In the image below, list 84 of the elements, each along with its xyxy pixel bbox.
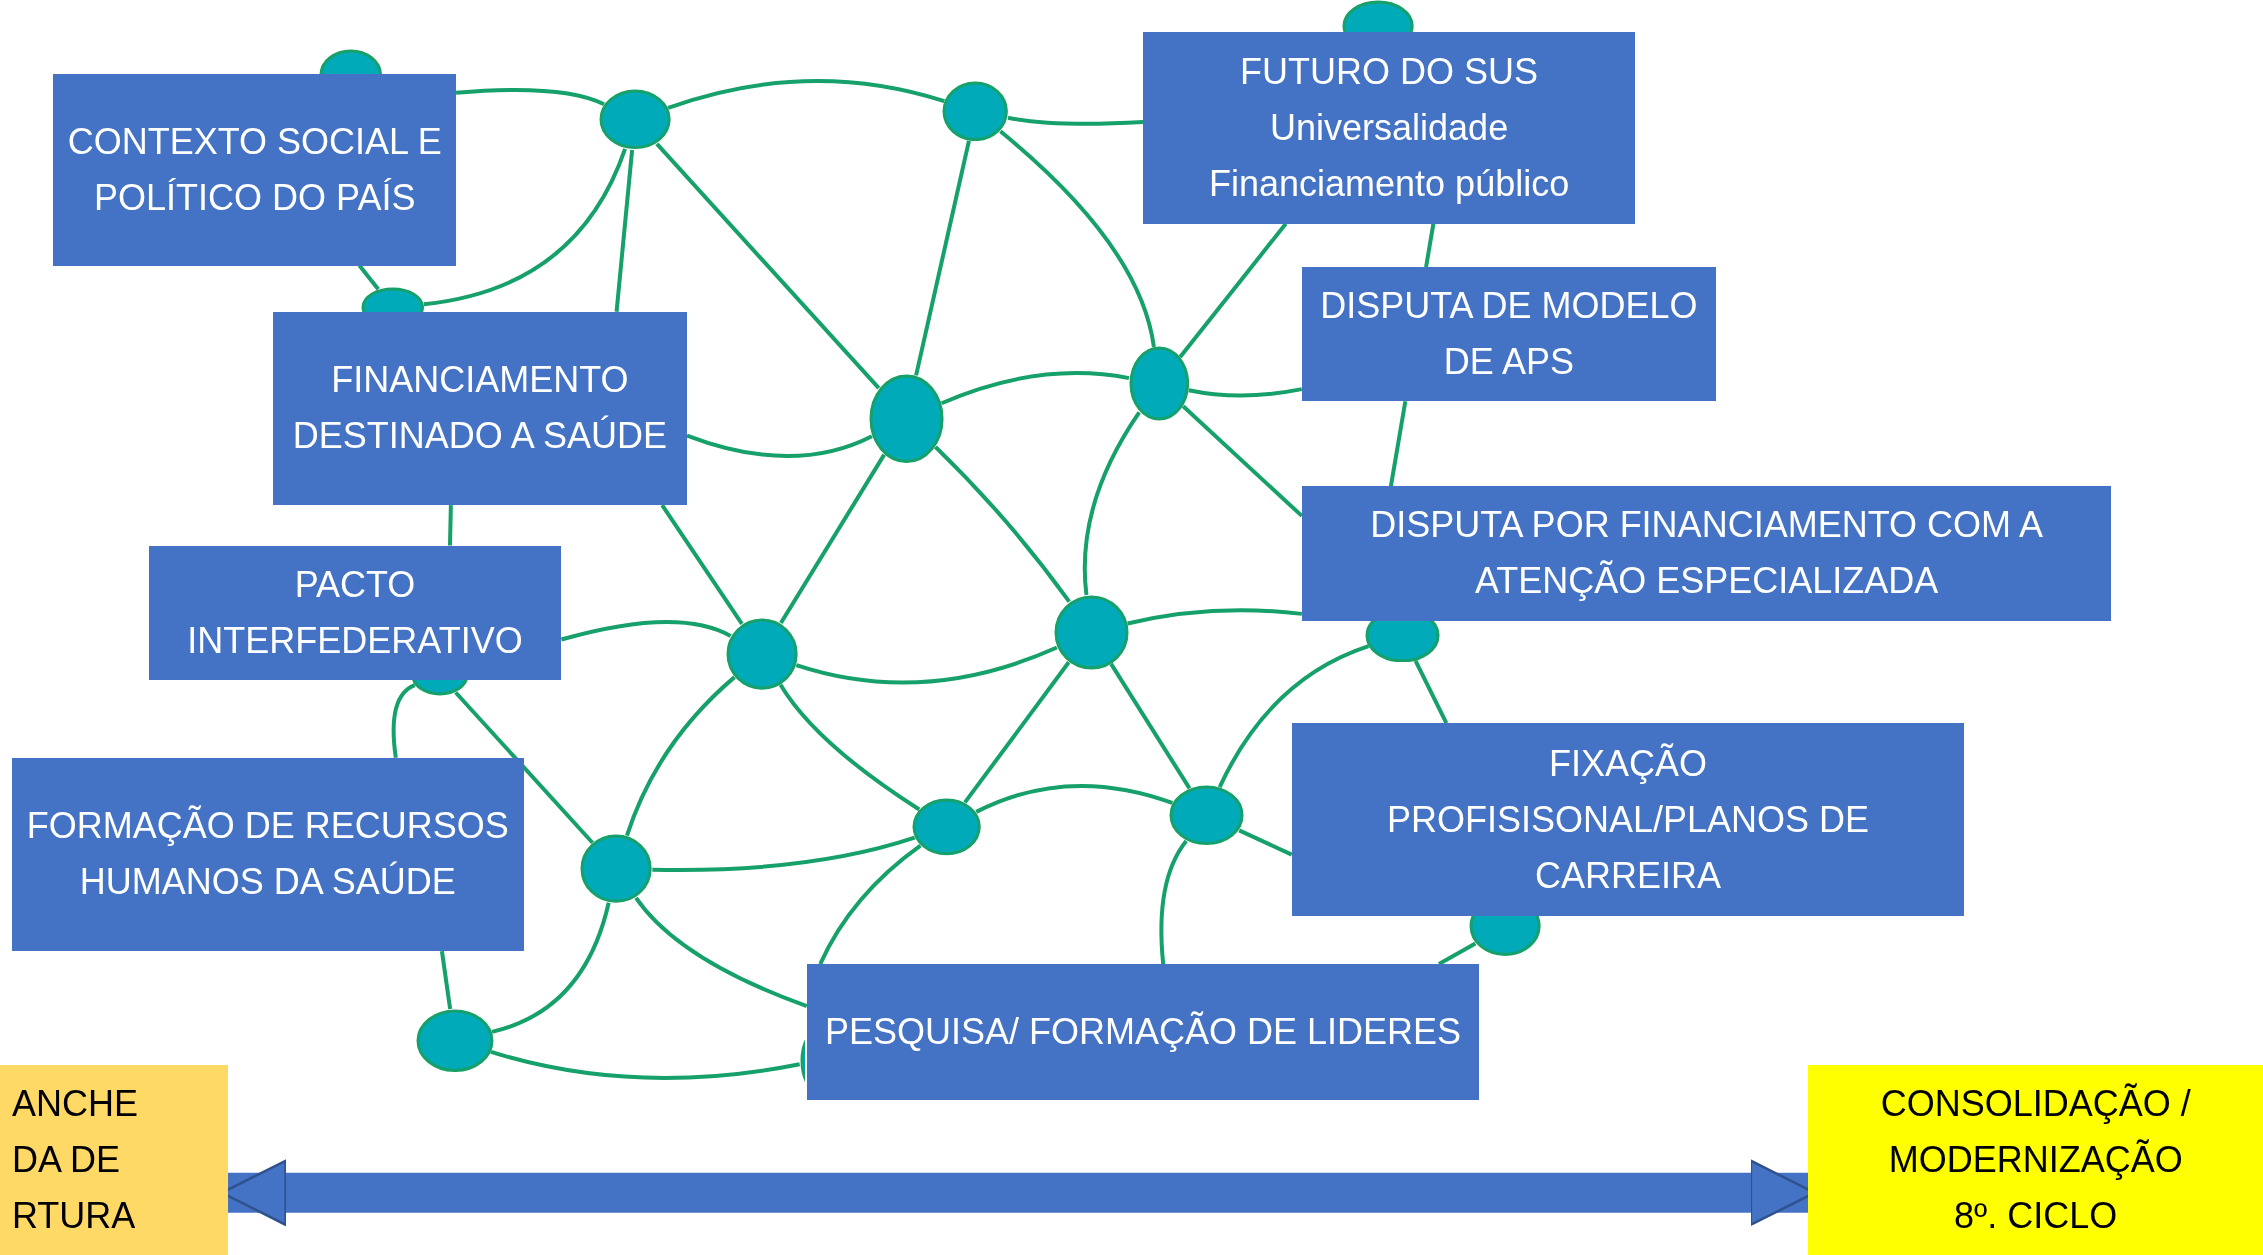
- connector-line: [686, 433, 873, 459]
- connector-line: [454, 691, 594, 845]
- box-text: FORMAÇÃO DE RECURSOS HUMANOS DA SAÚDE: [25, 804, 510, 905]
- box-text: PESQUISA/ FORMAÇÃO DE LIDERES: [824, 1009, 1462, 1054]
- connector-line: [655, 142, 881, 390]
- network-node: [1053, 594, 1129, 670]
- connector-line: [1424, 223, 1436, 268]
- network-node: [580, 834, 653, 904]
- label-box: [148, 545, 562, 680]
- connector-line: [652, 835, 916, 872]
- connector-line: [625, 675, 736, 837]
- label-box: [1143, 31, 1636, 224]
- label-box: [806, 964, 1480, 1100]
- box-text: CONSOLIDAÇÃO / MODERNIZAÇÃO: [1879, 1082, 2192, 1183]
- label-box: [1301, 267, 1716, 402]
- box-text: DA DE: [12, 1138, 121, 1183]
- connector-line: [1082, 411, 1141, 596]
- connector-line: [818, 844, 922, 965]
- connector-line: [1388, 400, 1408, 487]
- connector-line: [940, 371, 1130, 406]
- connector-line: [447, 505, 453, 546]
- label-box: [272, 311, 687, 506]
- connector-line: [660, 504, 744, 625]
- label-box: [1301, 486, 2112, 621]
- box-text: DISPUTA POR FINANCIAMENTO COM A ATENÇÃO ESPECIALIZADA: [1369, 503, 2044, 604]
- network-node: [942, 80, 1009, 142]
- connector-line: [1188, 387, 1303, 398]
- box-text: Universalidade: [1270, 105, 1509, 150]
- connector-line: [1109, 662, 1192, 790]
- connector-line: [455, 88, 605, 107]
- connector-line: [975, 784, 1173, 814]
- connector-line: [1217, 644, 1370, 788]
- network-node: [360, 287, 425, 312]
- connector-line: [439, 950, 453, 1010]
- label-box: [53, 73, 457, 266]
- network-node: [725, 617, 799, 690]
- box-text: DISPUTA DE MODELO DE APS: [1319, 284, 1699, 385]
- box-text: 8º. CICLO: [1954, 1194, 2118, 1239]
- connector-line: [1178, 222, 1288, 359]
- network-node: [598, 89, 672, 151]
- label-box: [0, 1065, 229, 1255]
- connector-line: [999, 129, 1156, 348]
- network-node: [318, 49, 383, 74]
- connector-line: [490, 1050, 800, 1080]
- box-text: ANCHE: [12, 1082, 139, 1127]
- connector-line: [779, 453, 886, 625]
- box-text: FINANCIAMENTO DESTINADO A SAÚDE: [291, 358, 668, 459]
- connector-line: [963, 661, 1071, 804]
- connector-line: [667, 79, 945, 110]
- connector-line: [914, 140, 971, 376]
- box-text: RTURA: [12, 1194, 136, 1239]
- network-node: [1365, 620, 1441, 663]
- connector-line: [1438, 941, 1477, 966]
- connector-line: [795, 645, 1058, 685]
- label-box: [11, 757, 524, 952]
- label-box: [1808, 1065, 2263, 1255]
- connector-line: [614, 149, 635, 312]
- connector-line: [1007, 115, 1144, 126]
- connector-line: [1127, 608, 1302, 626]
- connector-line: [1413, 659, 1449, 724]
- connector-line: [560, 619, 732, 642]
- network-node: [1128, 346, 1190, 422]
- connector-line: [491, 902, 611, 1034]
- connector-line: [778, 683, 921, 812]
- network-node: [415, 1008, 494, 1073]
- box-text: PROFISISONAL/PLANOS DE CARREIRA: [1385, 797, 1871, 898]
- network-node: [912, 798, 982, 856]
- connector-line: [1238, 828, 1293, 857]
- network-node: [868, 373, 944, 464]
- box-text: FUTURO DO SUS: [1240, 49, 1539, 94]
- box-text: Financiamento público: [1209, 161, 1570, 206]
- connector-line: [934, 445, 1071, 603]
- label-box: [1291, 723, 1965, 917]
- connector-line: [423, 148, 627, 307]
- connector-line: [1159, 839, 1188, 965]
- network-node: [1169, 785, 1245, 846]
- connector-line: [634, 896, 808, 1008]
- box-text: FIXAÇÃO: [1548, 741, 1707, 786]
- connector-line: [391, 683, 416, 758]
- network-node: [1469, 916, 1542, 957]
- network-node: [1342, 0, 1415, 32]
- connector-line: [357, 264, 380, 291]
- box-text: PACTO INTERFEDERATIVO: [186, 562, 524, 663]
- box-text: CONTEXTO SOCIAL E POLÍTICO DO PAÍS: [66, 119, 443, 220]
